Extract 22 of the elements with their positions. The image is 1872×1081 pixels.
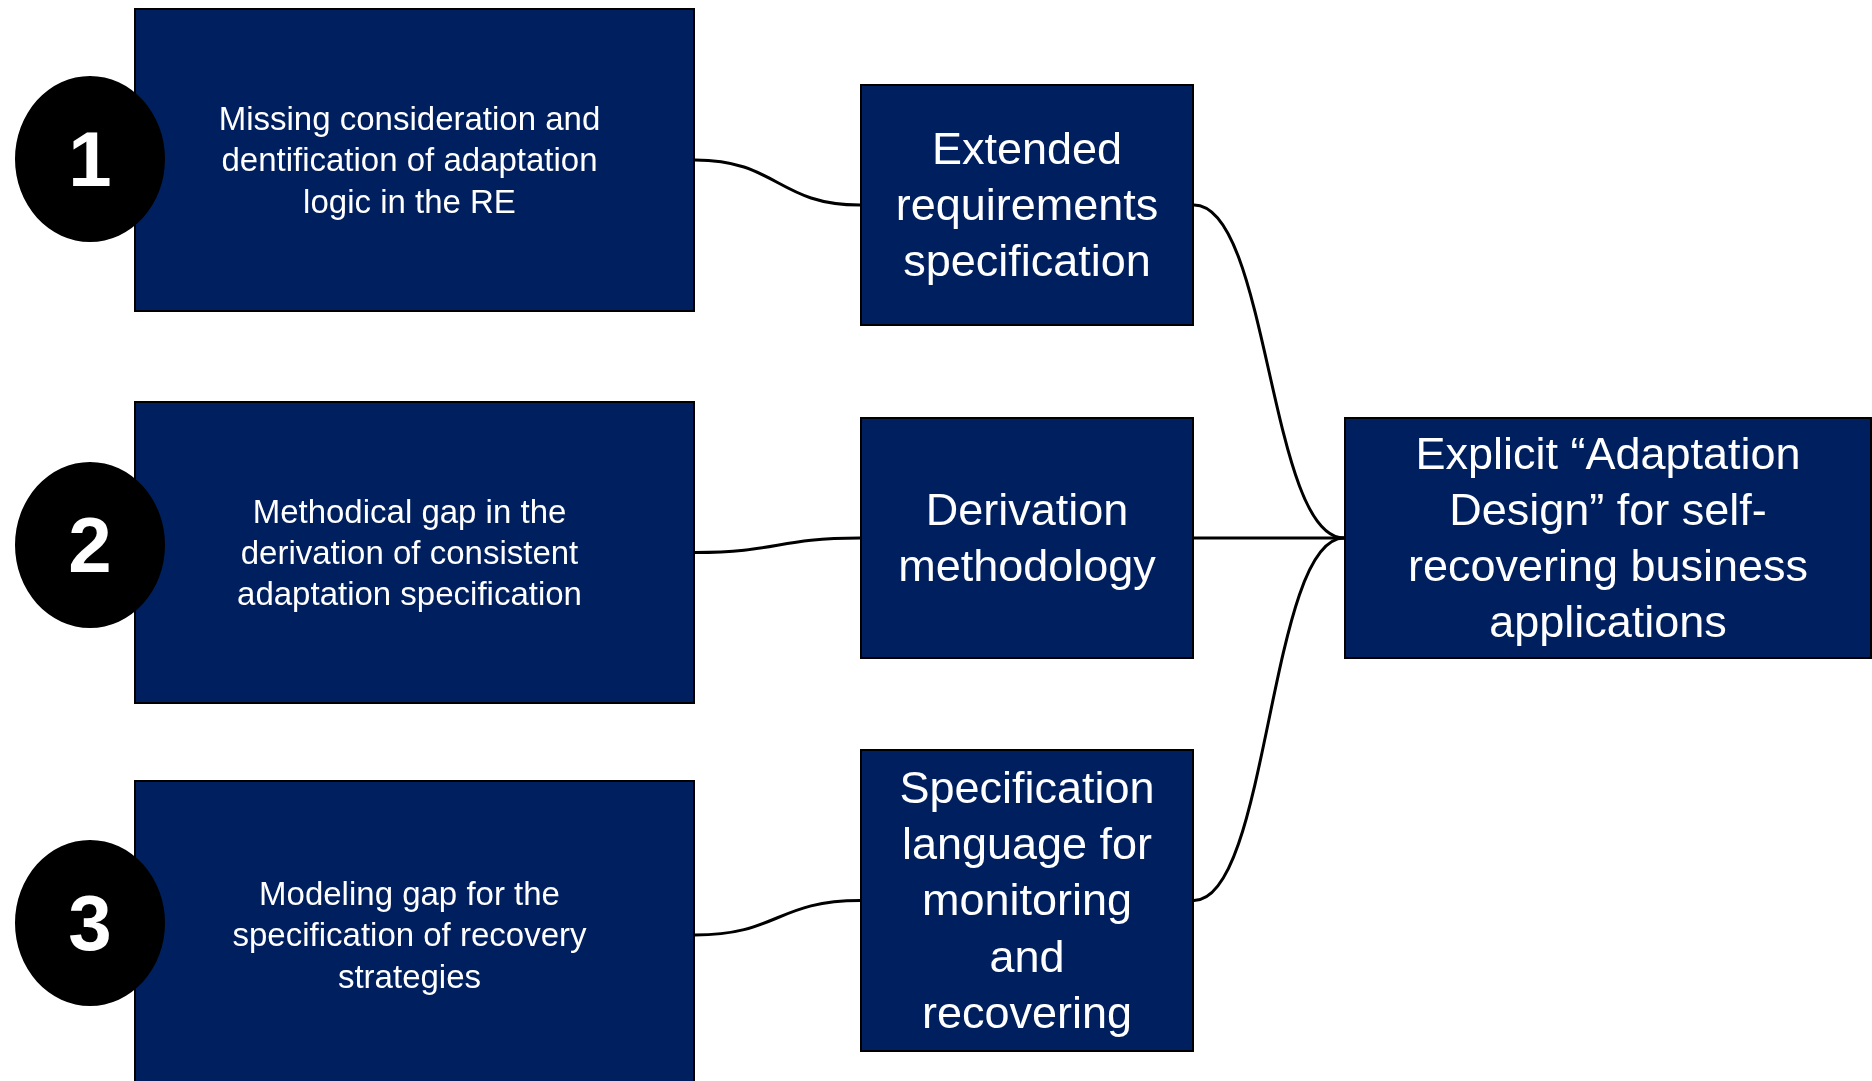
text-box xyxy=(860,84,1194,326)
box-text: Explicit “Adaptation Design” for self-recovering business applications xyxy=(1406,426,1810,650)
text-box xyxy=(860,417,1194,659)
connector-line xyxy=(1193,203,1345,540)
text-box xyxy=(134,780,695,1081)
text-box xyxy=(134,401,695,704)
box-text: Extended requirements specification xyxy=(894,121,1160,289)
connector-line xyxy=(694,899,861,937)
connector-line xyxy=(1193,536,1345,902)
connector-line xyxy=(694,158,861,207)
box-text: Methodical gap in the derivation of consistent adaptation specification xyxy=(236,491,583,615)
text-box xyxy=(134,8,695,312)
step-number: 3 xyxy=(67,884,113,962)
text-box xyxy=(1344,417,1872,659)
box-text: Specification language for monitoring and recovering xyxy=(898,760,1156,1040)
box-text: Modeling gap for the specification of recovery strategies xyxy=(231,874,588,997)
box-text: Missing consideration and dentification of adaptation logic in the RE xyxy=(217,99,602,222)
text-box xyxy=(860,749,1194,1052)
step-number: 1 xyxy=(67,120,113,198)
step-number: 2 xyxy=(67,506,113,584)
box-text: Derivation methodology xyxy=(897,482,1157,593)
connector-line xyxy=(694,536,861,554)
